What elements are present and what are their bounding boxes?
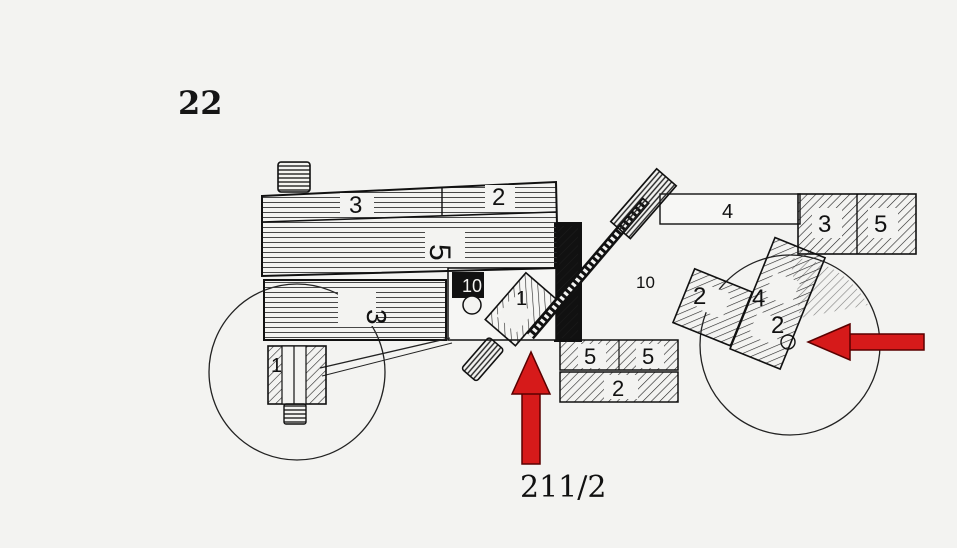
tilted-block-left [671, 267, 754, 347]
lower-screw-knob [461, 337, 504, 382]
pivot-pin [462, 295, 482, 315]
lower-right-square-label: 5 [642, 344, 654, 369]
beam-main-label: 5 [423, 244, 456, 261]
tilted-right-top-label: 4 [752, 285, 765, 312]
callout-label: 211/2 [520, 470, 607, 505]
coupler [484, 271, 558, 347]
lower-bar-label: 2 [612, 376, 624, 401]
main-beam [261, 180, 560, 278]
tilted-right-bottom-label: 2 [771, 312, 784, 339]
page-number: 22 [178, 84, 223, 122]
beam-top-left-label: 3 [349, 192, 362, 219]
top-rail-label: 4 [722, 201, 733, 223]
center-plate-label: 10 [462, 276, 482, 296]
right-box-left-label: 3 [818, 211, 831, 238]
coupler-label: 1 [516, 288, 527, 310]
lower-block-label: 3 [361, 309, 392, 325]
left-clamp-knob [283, 403, 307, 425]
upward-arrow [510, 350, 552, 465]
tilted-block-right [729, 236, 827, 371]
lower-left-square-label: 5 [584, 344, 596, 369]
diagonal-screw [526, 167, 678, 340]
tilted-left-label: 2 [693, 283, 706, 310]
top-knob [277, 161, 311, 193]
right-plate-label: 10 [636, 273, 655, 292]
left-clamp-label: 1 [271, 355, 282, 377]
beam-top-right-label: 2 [492, 184, 505, 211]
leftward-arrow [806, 322, 925, 362]
top-rail [659, 193, 801, 225]
right-box-right-label: 5 [874, 211, 887, 238]
